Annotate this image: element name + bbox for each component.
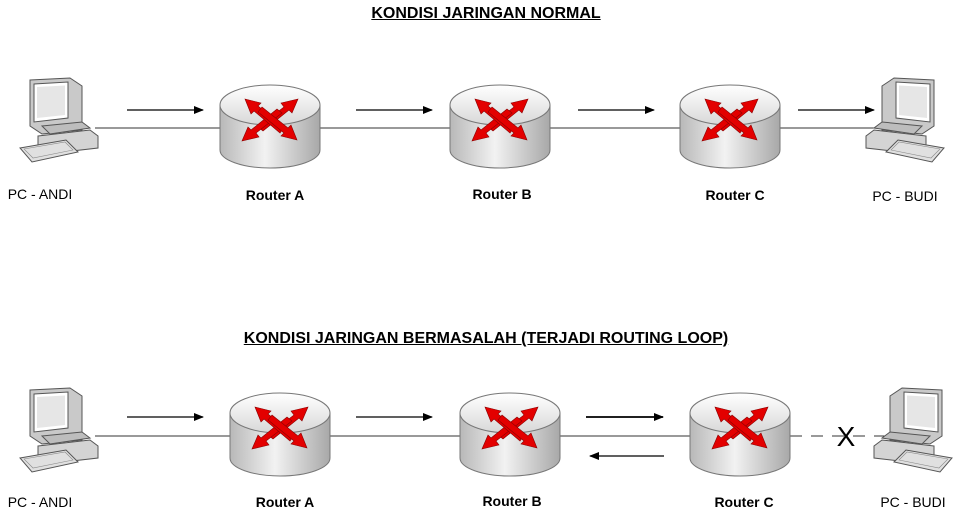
router-c-label-bottom: Router C xyxy=(714,494,774,510)
pc-budi-label-top: PC - BUDI xyxy=(872,188,938,204)
pc-andi-top-icon xyxy=(19,77,99,163)
pc-andi-label-top: PC - ANDI xyxy=(7,186,73,202)
pc-budi-top-icon xyxy=(865,77,945,163)
pc-andi-label-bottom: PC - ANDI xyxy=(7,494,73,510)
router-c-label-top: Router C xyxy=(705,187,765,203)
title-routing-loop: KONDISI JARINGAN BERMASALAH (TERJADI ROU… xyxy=(243,330,729,347)
router-b-bottom-icon xyxy=(459,392,561,477)
router-b-label-bottom: Router B xyxy=(482,493,542,509)
pc-budi-label-bottom: PC - BUDI xyxy=(880,494,946,510)
router-c-top-icon xyxy=(679,84,781,169)
router-c-bottom-icon xyxy=(689,392,791,477)
pc-andi-bottom-icon xyxy=(19,387,99,473)
title-normal: KONDISI JARINGAN NORMAL xyxy=(371,5,601,22)
router-a-bottom-icon xyxy=(229,392,331,477)
router-b-label-top: Router B xyxy=(472,186,532,202)
router-a-label-bottom: Router A xyxy=(255,494,315,510)
pc-budi-bottom-icon xyxy=(873,387,953,473)
link-break-mark: X xyxy=(837,421,856,452)
router-a-label-top: Router A xyxy=(245,187,305,203)
router-b-top-icon xyxy=(449,84,551,169)
router-a-top-icon xyxy=(219,84,321,169)
